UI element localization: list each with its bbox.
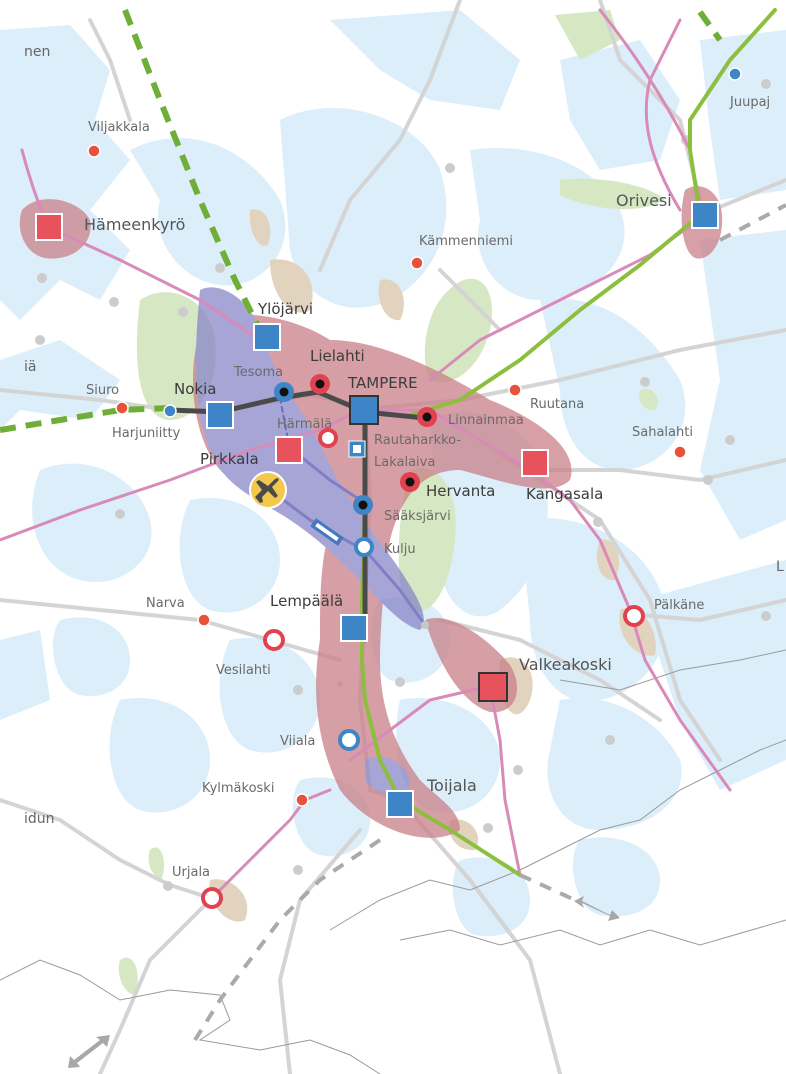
label-lempaala: Lempäälä [270, 592, 343, 610]
label-lielahti: Lielahti [310, 347, 365, 365]
label-valkeakoski: Valkeakoski [519, 655, 612, 674]
label-lakalaiva: Lakalaiva [374, 455, 435, 470]
label-edge-l: L [776, 559, 784, 575]
rail-lines-pink [0, 8, 732, 900]
label-tesoma: Tesoma [233, 365, 283, 380]
label-edge-nen: nen [24, 44, 50, 60]
label-viljakkala: Viljakkala [88, 120, 150, 135]
label-palkane: Pälkäne [654, 598, 704, 613]
hub-lempaala-icon [340, 614, 368, 642]
small-red-dots [87, 144, 687, 807]
hub-toijala-icon [386, 790, 414, 818]
hub-ylojarvi-icon [253, 323, 281, 351]
station-rings-red [201, 428, 645, 909]
label-ylojarvi: Ylöjärvi [257, 300, 313, 318]
label-nokia: Nokia [174, 380, 216, 398]
ring-urjala-icon [201, 887, 223, 909]
center-kangasala-icon [521, 449, 549, 477]
airplane-icon [249, 471, 287, 509]
ring-vesilahti-icon [263, 629, 285, 651]
ring-viiala-icon [338, 729, 360, 751]
ring-kulju-icon [354, 537, 374, 557]
label-rautaharkko: Rautaharkko- [374, 433, 461, 448]
center-valkeakoski-icon [478, 672, 508, 702]
label-narva: Narva [146, 596, 185, 611]
label-toijala: Toijala [426, 776, 477, 795]
hub-tampere-icon [349, 395, 379, 425]
label-kylmakoski: Kylmäkoski [202, 781, 274, 796]
label-kangasala: Kangasala [526, 485, 603, 503]
station-rings-blue [338, 537, 374, 751]
double-arrow-icon [574, 896, 620, 921]
junction-dot [421, 621, 429, 629]
ring-harmala-icon [318, 428, 338, 448]
hub-orivesi-icon [691, 201, 719, 229]
label-hameenkyro: Hämeenkyrö [84, 215, 185, 234]
label-orivesi: Orivesi [616, 191, 672, 210]
label-harjuniitty: Harjuniitty [112, 426, 181, 441]
center-pirkkala-icon [275, 436, 303, 464]
rail-lines-green-dashed [0, 8, 723, 433]
label-juupajoki: Juupaj [729, 95, 770, 110]
coastline [0, 649, 786, 1074]
label-linnainmaa: Linnainmaa [448, 413, 524, 428]
regional-center-markers [35, 213, 549, 702]
small-blue-dots [163, 67, 742, 418]
label-sahalahti: Sahalahti [632, 425, 693, 440]
runway-marker [310, 518, 344, 546]
label-ruutana: Ruutana [530, 397, 584, 412]
label-edge-idun: idun [24, 811, 55, 827]
label-tampere: TAMPERE [347, 374, 418, 392]
label-viiala: Viiala [280, 734, 315, 749]
hub-nokia-icon [206, 401, 234, 429]
center-hameenkyro-icon [35, 213, 63, 241]
ring-palkane-icon [623, 605, 645, 627]
label-edge-ia: iä [24, 359, 36, 375]
hub-city-markers [206, 201, 719, 818]
label-harmala: Härmälä [277, 417, 332, 432]
double-arrow-icon-sw [68, 1035, 110, 1068]
label-saaksjarvi: Sääksjärvi [384, 509, 451, 524]
label-kulju: Kulju [384, 542, 416, 557]
label-siuro: Siuro [86, 383, 119, 398]
rail-lines-grey-dashed [193, 203, 786, 1042]
label-hervanta: Hervanta [426, 482, 495, 500]
label-vesilahti: Vesilahti [216, 663, 271, 678]
place-labels: nen Viljakkala Juupaj Hämeenkyrö Orivesi… [24, 44, 784, 880]
station-rautaharkko-inner [353, 445, 361, 453]
planned-stations [274, 374, 437, 515]
label-kammenniemi: Kämmenniemi [419, 234, 513, 249]
label-urjala: Urjala [172, 865, 210, 880]
label-pirkkala: Pirkkala [200, 450, 259, 468]
